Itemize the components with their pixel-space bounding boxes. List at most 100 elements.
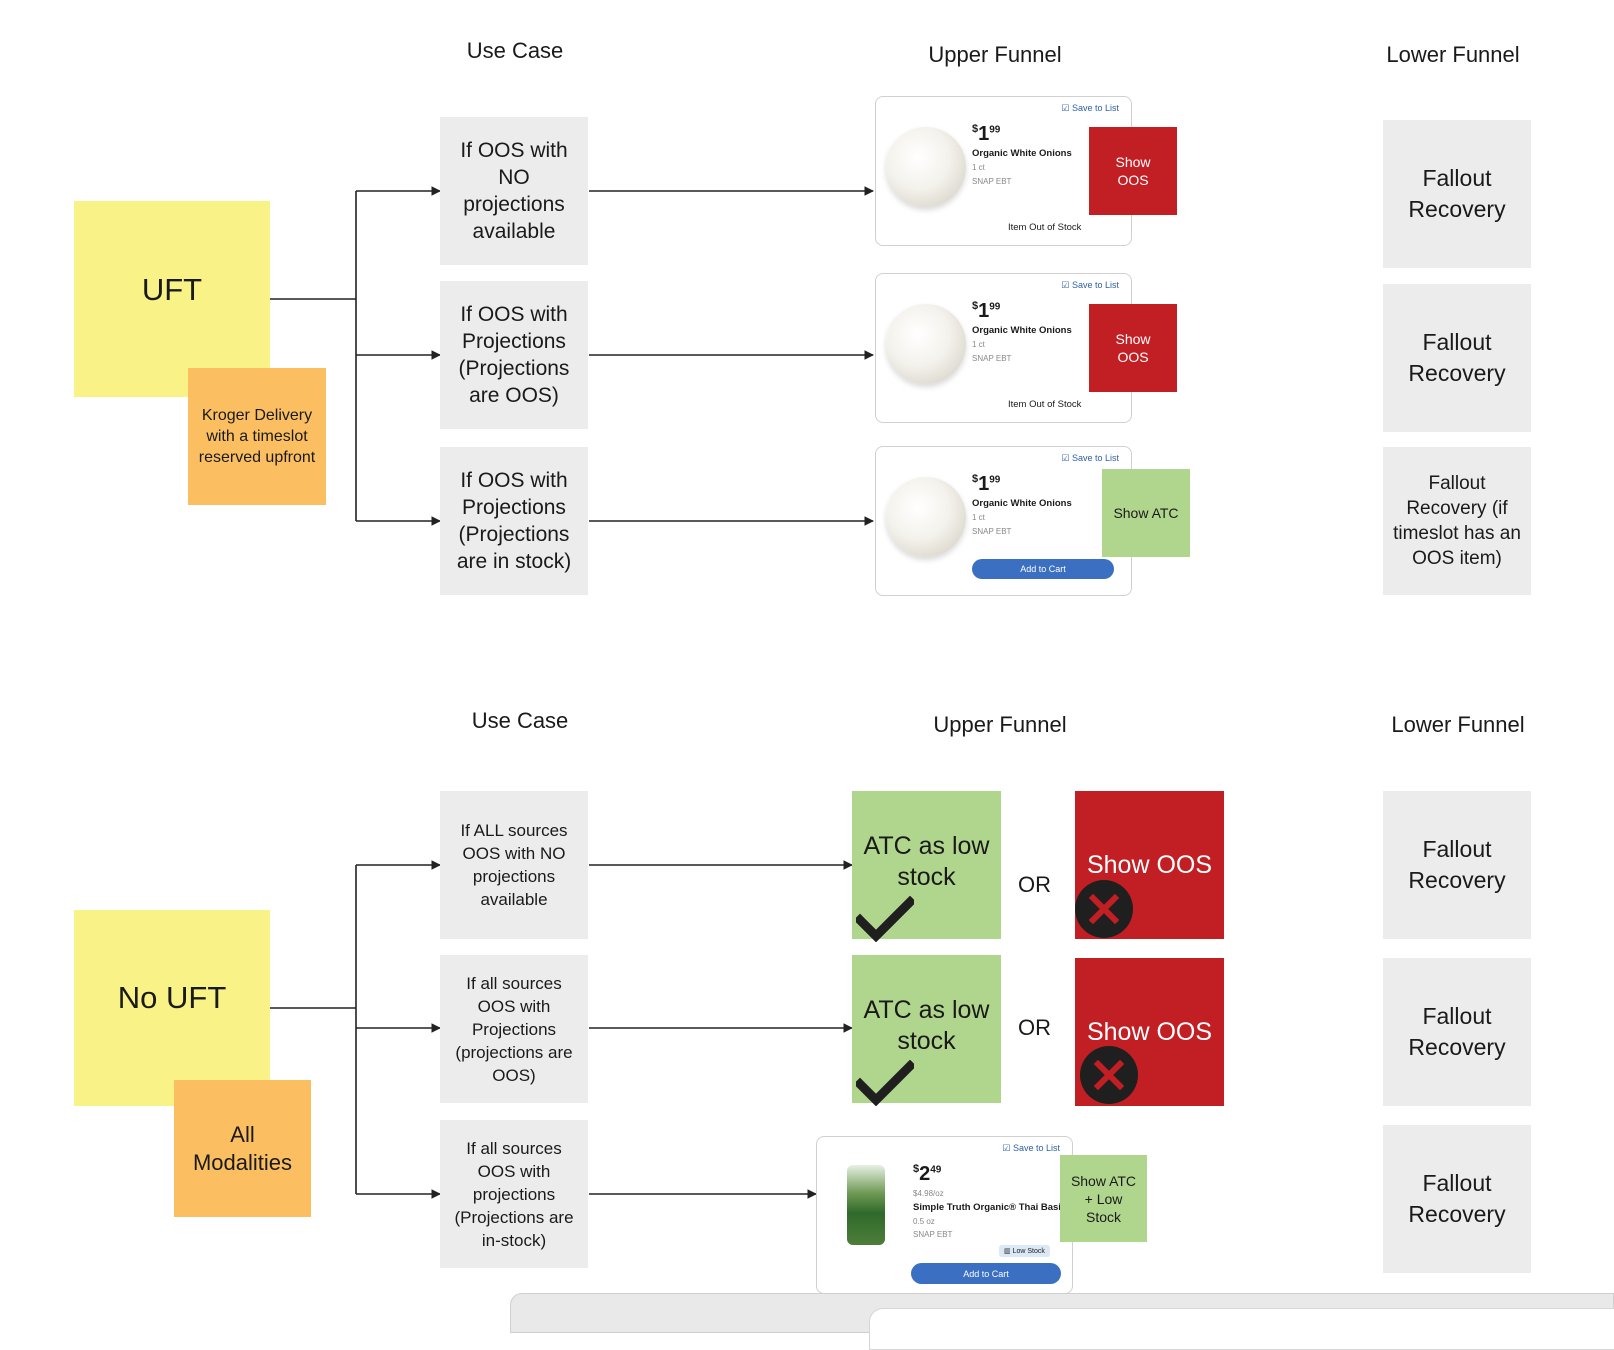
x-mark-icon — [1075, 880, 1133, 938]
product-name: Organic White Onions — [972, 325, 1072, 336]
save-to-list-label: Save to List — [1012, 1143, 1060, 1153]
kroger-delivery-label: Kroger Delivery with a timeslot reserved… — [198, 407, 316, 466]
badge-label: Show OOS — [1115, 154, 1151, 188]
add-to-cart-button[interactable]: Add to Cart — [911, 1263, 1061, 1284]
product-size: 0.5 oz — [913, 1217, 935, 1226]
product-size: 1 ct — [972, 340, 985, 349]
or-label: OR — [1018, 872, 1051, 897]
show-oos-badge-1: Show OOS — [1089, 127, 1177, 215]
no-uft-note: No UFT — [74, 910, 270, 1106]
bottom-panel-inner — [869, 1308, 1614, 1350]
bottom-panel — [510, 1293, 1614, 1350]
save-to-list-link[interactable]: ☑ Save to List — [1061, 280, 1119, 290]
lower-funnel-text: Fallout Recovery (if timeslot has an OOS… — [1393, 473, 1521, 569]
product-price: $199 — [972, 300, 1001, 322]
use-case-box-1: If OOS with NO projections available — [440, 117, 588, 265]
product-card-atc[interactable]: ☑ Save to List $199 Organic White Onions… — [875, 446, 1132, 596]
price-cents: 49 — [930, 1164, 942, 1176]
price-cents: 99 — [989, 124, 1001, 136]
use-case-box-5: If all sources OOS with Projections (pro… — [440, 955, 588, 1103]
no-uft-note-label: No UFT — [117, 980, 227, 1015]
use-case-box-6: If all sources OOS with projections (Pro… — [440, 1120, 588, 1268]
show-oos-label: Show OOS — [1086, 850, 1213, 879]
badge-label: Show OOS — [1115, 331, 1151, 365]
uft-note-label: UFT — [141, 272, 203, 307]
add-to-cart-label: Add to Cart — [963, 1268, 1009, 1279]
save-to-list-link[interactable]: ☑ Save to List — [1002, 1143, 1060, 1153]
save-to-list-link[interactable]: ☑ Save to List — [1061, 103, 1119, 113]
badge-label: Show ATC + Low Stock — [1070, 1172, 1137, 1225]
product-price: $199 — [972, 473, 1001, 495]
price-cents: 99 — [989, 301, 1001, 313]
add-to-cart-label: Add to Cart — [1020, 564, 1066, 574]
price-cents: 99 — [989, 474, 1001, 486]
snap-ebt-label: SNAP EBT — [972, 354, 1012, 363]
use-case-text: If OOS with Projections (Projections are… — [458, 303, 570, 407]
onion-image — [886, 304, 966, 384]
lower-funnel-text: Fallout Recovery — [1408, 165, 1506, 222]
lower-funnel-header-2: Lower Funnel — [1391, 712, 1525, 737]
use-case-text: If OOS with NO projections available — [460, 139, 568, 243]
atc-low-stock-label: ATC as low stock — [863, 996, 990, 1055]
lower-funnel-text: Fallout Recovery — [1408, 836, 1506, 893]
show-atc-low-stock-badge: Show ATC + Low Stock — [1060, 1155, 1147, 1242]
product-price: $249 — [913, 1163, 942, 1185]
use-case-header-2: Use Case — [471, 708, 569, 733]
all-modalities-note: All Modalities — [174, 1080, 311, 1217]
lower-funnel-box-6: Fallout Recovery — [1383, 1125, 1531, 1273]
checkmark-icon — [856, 896, 914, 942]
snap-ebt-label: SNAP EBT — [972, 177, 1012, 186]
product-name: Simple Truth Organic® Thai Basil — [913, 1202, 1064, 1213]
lower-funnel-box-2: Fallout Recovery — [1383, 284, 1531, 432]
or-label: OR — [1018, 1015, 1051, 1040]
product-price: $199 — [972, 123, 1001, 145]
checkmark-icon — [856, 1060, 914, 1106]
lower-funnel-box-5: Fallout Recovery — [1383, 958, 1531, 1106]
atc-low-stock-label: ATC as low stock — [863, 832, 990, 891]
price-dollars: 1 — [978, 300, 990, 322]
lower-funnel-header: Lower Funnel — [1386, 42, 1520, 67]
onion-image — [886, 127, 966, 207]
low-stock-label: Low Stock — [1012, 1248, 1045, 1255]
snap-ebt-label: SNAP EBT — [972, 527, 1012, 536]
use-case-text: If all sources OOS with projections (Pro… — [454, 1138, 574, 1250]
price-dollars: 2 — [919, 1163, 931, 1185]
lower-funnel-text: Fallout Recovery — [1408, 1003, 1506, 1060]
product-name: Organic White Onions — [972, 148, 1072, 159]
unit-price: $4.98/oz — [913, 1189, 944, 1198]
save-to-list-link[interactable]: ☑ Save to List — [1061, 453, 1119, 463]
uft-note: UFT — [74, 201, 270, 397]
product-size: 1 ct — [972, 163, 985, 172]
use-case-box-4: If ALL sources OOS with NO projections a… — [440, 791, 588, 939]
out-of-stock-text: Item Out of Stock — [1008, 399, 1082, 410]
use-case-box-2: If OOS with Projections (Projections are… — [440, 281, 588, 429]
upper-funnel-header: Upper Funnel — [928, 42, 1062, 67]
badge-label: Show ATC — [1113, 505, 1179, 521]
product-card-basil[interactable]: ☑ Save to List $249 $4.98/oz Simple Trut… — [816, 1136, 1073, 1294]
atc-low-stock-box-2: ATC as low stock — [852, 955, 1001, 1103]
show-oos-badge-2: Show OOS — [1089, 304, 1177, 392]
show-atc-badge: Show ATC — [1102, 469, 1190, 557]
low-stock-badge: ▥ Low Stock — [999, 1245, 1050, 1257]
lower-funnel-text: Fallout Recovery — [1408, 329, 1506, 386]
out-of-stock-text: Item Out of Stock — [1008, 222, 1082, 233]
save-to-list-label: Save to List — [1071, 103, 1119, 113]
onion-image — [886, 477, 966, 557]
basil-package-image — [847, 1165, 885, 1245]
all-modalities-label: All Modalities — [192, 1121, 293, 1175]
show-oos-box-2: Show OOS — [1075, 958, 1224, 1106]
use-case-text: If OOS with Projections (Projections are… — [456, 469, 572, 573]
lower-funnel-text: Fallout Recovery — [1408, 1170, 1506, 1227]
lower-funnel-box-1: Fallout Recovery — [1383, 120, 1531, 268]
x-mark-icon — [1080, 1046, 1138, 1104]
lower-funnel-box-4: Fallout Recovery — [1383, 791, 1531, 939]
add-to-cart-button[interactable]: Add to Cart — [972, 559, 1114, 579]
use-case-text: If ALL sources OOS with NO projections a… — [460, 821, 568, 909]
price-dollars: 1 — [978, 473, 990, 495]
save-to-list-label: Save to List — [1071, 453, 1119, 463]
product-name: Organic White Onions — [972, 498, 1072, 509]
atc-low-stock-box-1: ATC as low stock — [852, 791, 1001, 939]
use-case-text: If all sources OOS with Projections (pro… — [455, 973, 573, 1085]
use-case-box-3: If OOS with Projections (Projections are… — [440, 447, 588, 595]
